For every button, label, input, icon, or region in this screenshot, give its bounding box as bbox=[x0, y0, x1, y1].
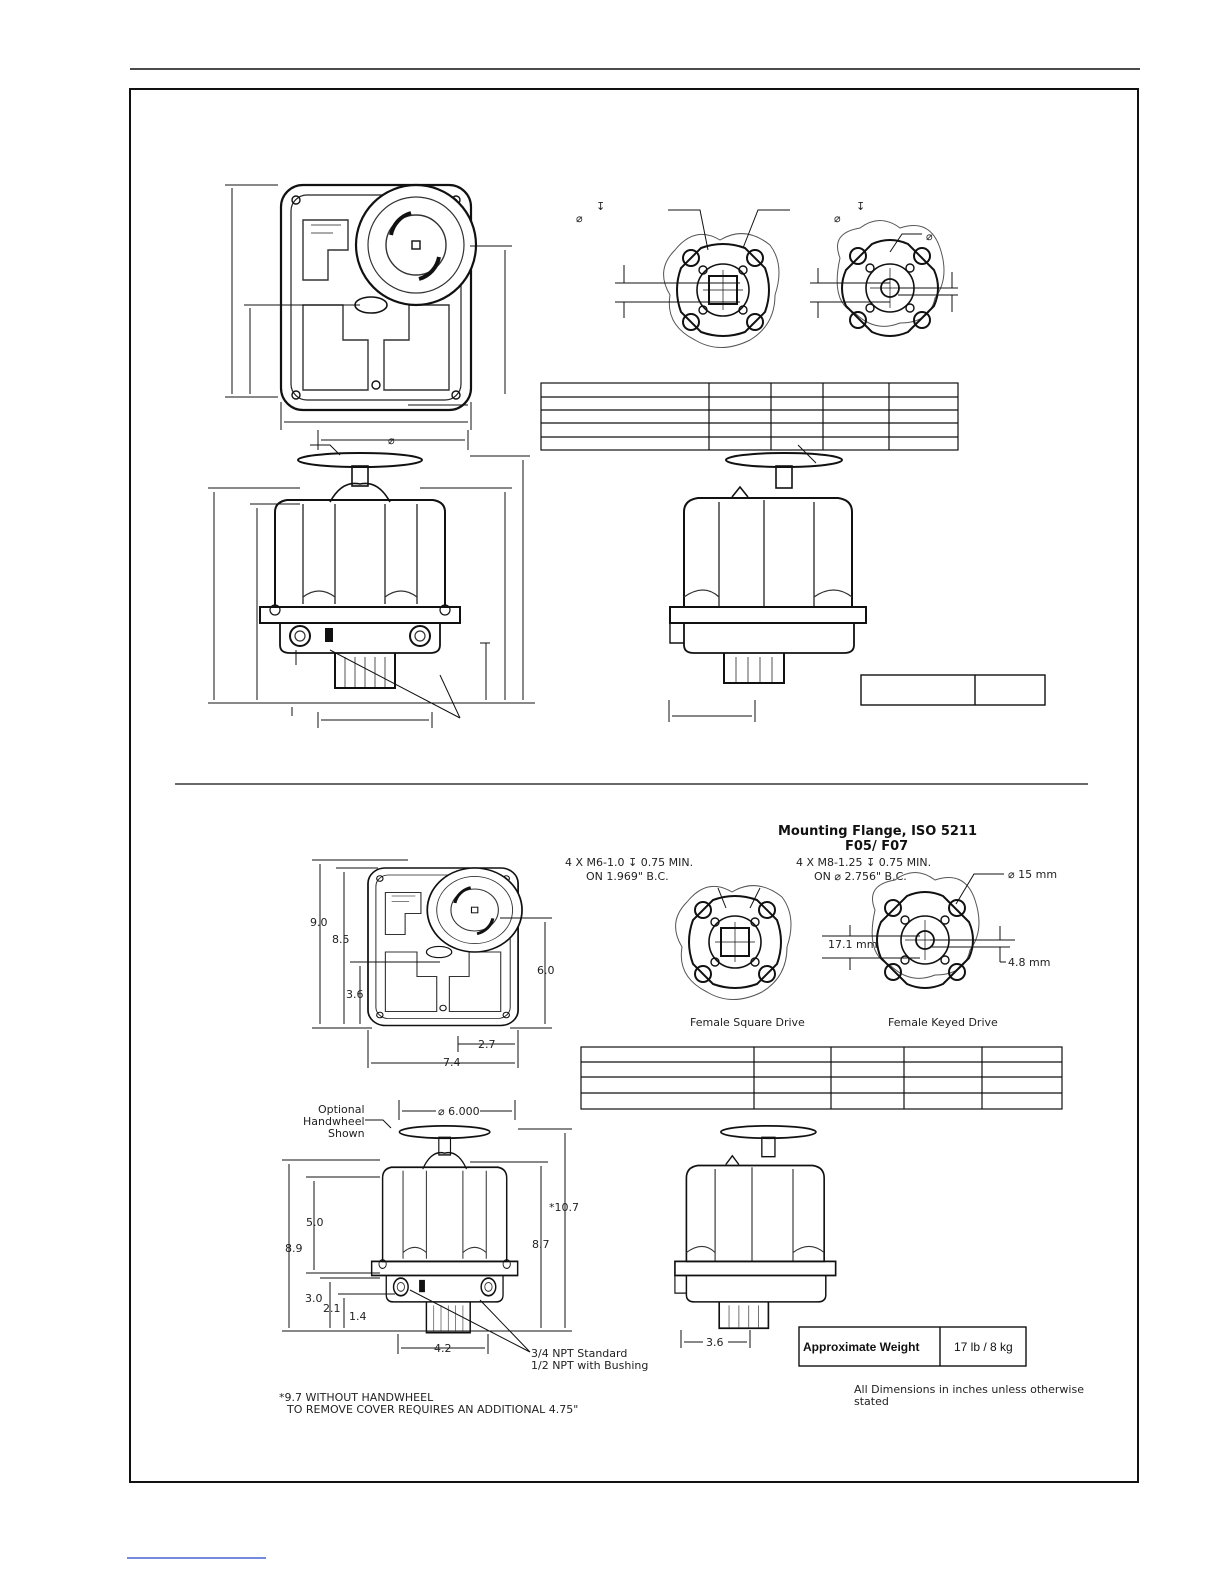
dim-8-9: 8.9 bbox=[285, 1242, 303, 1255]
page-frame bbox=[129, 88, 1139, 1483]
lower-top-view bbox=[366, 866, 524, 1028]
flange-subtitle: F05/ F07 bbox=[845, 839, 908, 854]
dim-2-7: 2.7 bbox=[478, 1038, 496, 1051]
optional-handwheel-line2: Handwheel bbox=[303, 1115, 365, 1128]
dim-1-4: 1.4 bbox=[349, 1310, 367, 1323]
lower-top-dimensions bbox=[312, 859, 552, 1068]
upper-flange-square bbox=[662, 232, 780, 349]
dim-2-1: 2.1 bbox=[323, 1302, 341, 1315]
upper-side-view bbox=[669, 452, 867, 684]
lower-flange-square bbox=[674, 884, 792, 1001]
lower-spec-table bbox=[580, 1046, 1063, 1110]
lower-front-dims bbox=[282, 1100, 572, 1354]
female-keyed-caption: Female Keyed Drive bbox=[888, 1016, 998, 1029]
dim-6-0: 6.0 bbox=[537, 964, 555, 977]
keyed-callout-line2: ON ⌀ 2.756" B.C. bbox=[814, 870, 907, 883]
flange-title: Mounting Flange, ISO 5211 bbox=[778, 824, 977, 839]
lower-flange-keyed bbox=[871, 871, 980, 989]
svg-text:⌀: ⌀ bbox=[834, 212, 841, 225]
upper-spec-table bbox=[540, 382, 959, 451]
svg-text:↧: ↧ bbox=[856, 200, 865, 213]
dim-8-7: 8.7 bbox=[532, 1238, 550, 1251]
dim-4-2: 4.2 bbox=[434, 1342, 452, 1355]
cover-removal-note: TO REMOVE COVER REQUIRES AN ADDITIONAL 4… bbox=[286, 1403, 578, 1416]
lower-side-dims bbox=[680, 1330, 751, 1348]
handwheel-diameter: ⌀ 6.000 bbox=[438, 1105, 480, 1118]
keyed-callout-line1: 4 X M8-1.25 ↧ 0.75 MIN. bbox=[796, 856, 931, 869]
upper-side-dims bbox=[668, 444, 817, 722]
units-note-line1: All Dimensions in inches unless otherwis… bbox=[854, 1383, 1084, 1396]
lower-front-view bbox=[370, 1125, 519, 1334]
optional-handwheel-line1: Optional bbox=[318, 1103, 365, 1116]
female-square-caption: Female Square Drive bbox=[690, 1016, 805, 1029]
upper-top-view bbox=[279, 183, 478, 412]
npt-bushing: 1/2 NPT with Bushing bbox=[531, 1359, 648, 1372]
svg-text:↧: ↧ bbox=[596, 200, 605, 213]
dim-3-6: 3.6 bbox=[346, 988, 364, 1001]
dim-8-5: 8.5 bbox=[332, 933, 350, 946]
lower-flange-dims bbox=[717, 873, 1015, 970]
lower-side-view bbox=[674, 1125, 837, 1330]
svg-text:⌀: ⌀ bbox=[926, 230, 933, 243]
svg-text:⌀: ⌀ bbox=[388, 434, 395, 447]
handwheel-note: *9.7 WITHOUT HANDWHEEL bbox=[279, 1391, 434, 1404]
bore-diameter: ⌀ 15 mm bbox=[1008, 868, 1057, 881]
upper-front-dims: ⌀ bbox=[208, 430, 535, 728]
upper-top-dimensions bbox=[225, 184, 512, 430]
dim-17-1mm: 17.1 mm bbox=[828, 938, 877, 951]
upper-flange-dims: ⌀ ↧ ⌀ ↧ ⌀ bbox=[576, 200, 958, 318]
upper-weight-box bbox=[860, 674, 1046, 706]
side-dim-3-6: 3.6 bbox=[706, 1336, 724, 1349]
dim-9-0: 9.0 bbox=[310, 916, 328, 929]
weight-value: 17 lb / 8 kg bbox=[954, 1340, 1013, 1354]
svg-text:⌀: ⌀ bbox=[576, 212, 583, 225]
optional-handwheel-line3: Shown bbox=[328, 1127, 365, 1140]
square-callout-line1: 4 X M6-1.0 ↧ 0.75 MIN. bbox=[565, 856, 693, 869]
dim-3-0: 3.0 bbox=[305, 1292, 323, 1305]
dim-4-8mm: 4.8 mm bbox=[1008, 956, 1050, 969]
weight-label: Approximate Weight bbox=[803, 1340, 919, 1354]
units-note-line2: stated bbox=[854, 1395, 889, 1408]
dim-5-0: 5.0 bbox=[306, 1216, 324, 1229]
square-callout-line2: ON 1.969" B.C. bbox=[586, 870, 669, 883]
weight-box bbox=[798, 1326, 1027, 1367]
dim-7-4: 7.4 bbox=[443, 1056, 461, 1069]
npt-standard: 3/4 NPT Standard bbox=[531, 1347, 627, 1360]
dim-10-7: *10.7 bbox=[549, 1201, 579, 1214]
